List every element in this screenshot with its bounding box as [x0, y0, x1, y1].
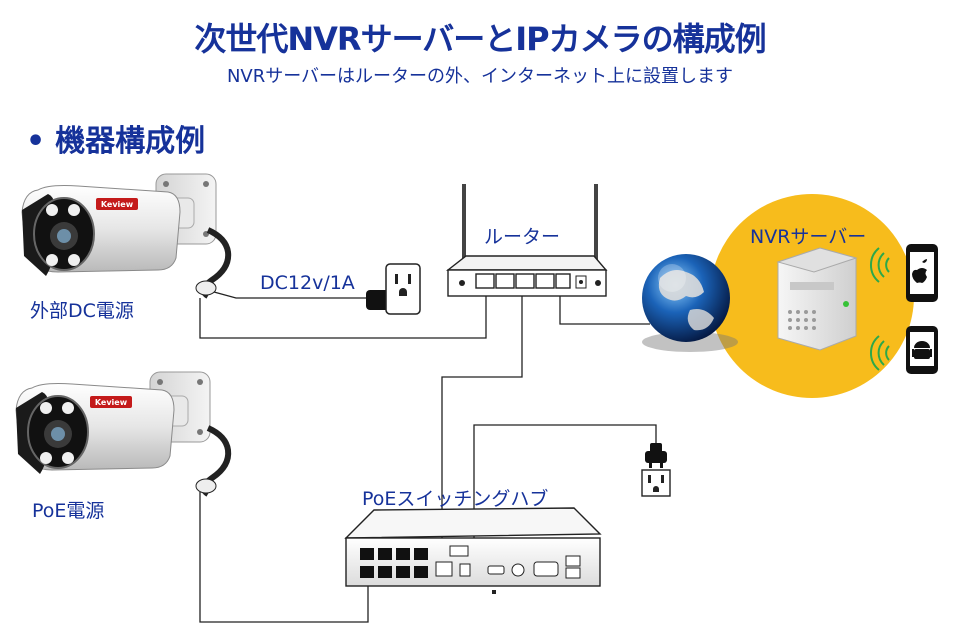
- section-heading-text: 機器構成例: [55, 124, 206, 159]
- cable-dc-adapter: [213, 291, 374, 299]
- ip-camera-icon: Keview: [21, 173, 232, 299]
- wifi-icon: [869, 247, 890, 283]
- page-title: 次世代NVRサーバーとIPカメラの構成例: [194, 20, 766, 58]
- dc-rating-label: DC12v/1A: [260, 272, 355, 294]
- wall-outlet-icon: [385, 263, 421, 315]
- android-phone-icon: [906, 326, 938, 374]
- poe-switch-icon: [344, 507, 602, 594]
- wifi-icon: [869, 335, 890, 371]
- globe-icon: [642, 254, 738, 352]
- nvr-server-label: NVRサーバー: [750, 226, 867, 248]
- ip-camera-icon: Keview: [15, 371, 232, 497]
- power-plug-icon: [645, 443, 667, 468]
- server-icon: [776, 247, 858, 351]
- external-power-label: 外部DC電源: [30, 300, 134, 322]
- cable-camera1-router: [199, 283, 487, 339]
- poe-hub-label: PoEスイッチングハブ: [362, 488, 549, 510]
- page-subtitle: NVRサーバーはルーターの外、インターネット上に設置します: [226, 66, 734, 87]
- wall-outlet-icon: [641, 469, 671, 497]
- cable-router-switch: [441, 283, 523, 565]
- bullet-icon: •: [26, 124, 46, 159]
- apple-phone-icon: [906, 244, 938, 302]
- cable-camera2-switch: [199, 492, 369, 623]
- router-icon: [445, 184, 608, 297]
- section-heading: • 機器構成例: [26, 116, 205, 160]
- poe-power-label: PoE電源: [32, 500, 105, 522]
- router-label: ルーター: [484, 226, 561, 248]
- camera-brand: Keview: [95, 398, 128, 407]
- camera-brand: Keview: [101, 200, 134, 209]
